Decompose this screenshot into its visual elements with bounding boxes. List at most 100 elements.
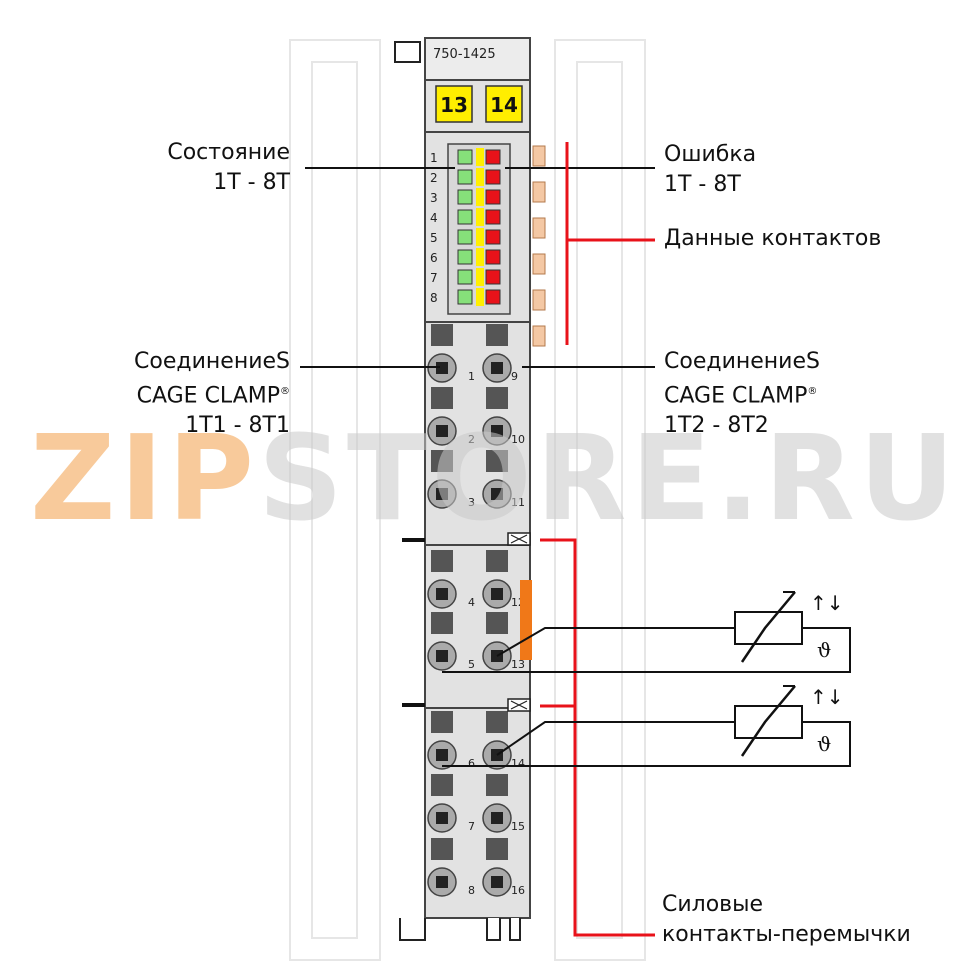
led-state-1 xyxy=(457,149,473,165)
terminal-release-9 xyxy=(486,324,508,346)
terminal-number-9: 9 xyxy=(511,370,518,383)
led-error-7 xyxy=(485,269,501,285)
terminal-number-5: 5 xyxy=(468,658,475,671)
led-number-5: 5 xyxy=(430,231,438,245)
terminal-hole-6 xyxy=(436,749,448,761)
led-number-3: 3 xyxy=(430,191,438,205)
data-contact-tab xyxy=(532,253,546,275)
terminal-release-5 xyxy=(431,612,453,634)
led-state-7 xyxy=(457,269,473,285)
power-contacts-label: Силовые контакты-перемычки xyxy=(662,890,911,950)
background-rails xyxy=(289,39,646,961)
conn-right-line1: СоединениеS xyxy=(664,349,820,374)
led-number-4: 4 xyxy=(430,211,438,225)
led-number-1: 1 xyxy=(430,151,438,165)
terminal-number-6: 6 xyxy=(468,757,475,770)
tag-13-label: 13 xyxy=(440,93,468,117)
state-label-line2: 1T - 8T xyxy=(213,170,290,195)
watermark-part1: ZIP xyxy=(30,409,258,547)
led-bar-6 xyxy=(476,248,484,266)
bottom-clip-right xyxy=(486,918,521,941)
led-bar-5 xyxy=(476,228,484,246)
conn-right-line2: CAGE CLAMP xyxy=(664,383,808,409)
terminal-hole-3 xyxy=(436,488,448,500)
terminal-release-15 xyxy=(486,774,508,796)
led-bar-4 xyxy=(476,208,484,226)
terminal-number-3: 3 xyxy=(468,496,475,509)
watermark: ZIPSTORE.RU xyxy=(30,418,959,538)
terminal-release-10 xyxy=(486,387,508,409)
terminal-hole-10 xyxy=(491,425,503,437)
theta-symbol-2: ϑ xyxy=(817,732,831,756)
terminal-release-2 xyxy=(431,387,453,409)
terminal-release-12 xyxy=(486,550,508,572)
terminal-hole-7 xyxy=(436,812,448,824)
conn-left-line2: CAGE CLAMP xyxy=(136,383,280,409)
led-number-6: 6 xyxy=(430,251,438,265)
conn-right-label: СоединениеS CAGE CLAMP® 1T2 - 8T2 xyxy=(664,347,820,441)
terminal-release-7 xyxy=(431,774,453,796)
led-bar-8 xyxy=(476,288,484,306)
conn-left-line1: СоединениеS xyxy=(134,349,290,374)
module-model-text: 750-1425 xyxy=(433,47,496,62)
terminal-release-11 xyxy=(486,450,508,472)
led-number-2: 2 xyxy=(430,171,438,185)
state-label-line1: Состояние xyxy=(167,140,290,165)
terminal-release-16 xyxy=(486,838,508,860)
conn-right-line3: 1T2 - 8T2 xyxy=(664,413,769,439)
red-brackets xyxy=(540,142,655,937)
tag-13 xyxy=(435,85,473,123)
data-contact-tab xyxy=(532,181,546,203)
led-error-1 xyxy=(485,149,501,165)
conn-left-label: СоединениеS CAGE CLAMP® 1T1 - 8T1 xyxy=(60,347,290,441)
terminal-number-11: 11 xyxy=(511,496,525,509)
terminal-number-10: 10 xyxy=(511,433,525,446)
rtd-sensor-1 xyxy=(734,611,803,645)
data-contact-tab xyxy=(532,217,546,239)
conn-left-line3: 1T1 - 8T1 xyxy=(185,413,290,439)
led-error-3 xyxy=(485,189,501,205)
terminal-hole-4 xyxy=(436,588,448,600)
terminal-release-8 xyxy=(431,838,453,860)
power-label-line1: Силовые xyxy=(662,892,764,917)
led-bar-3 xyxy=(476,188,484,206)
rtd-sensor-2 xyxy=(734,705,803,739)
terminal-hole-9 xyxy=(491,362,503,374)
terminal-number-8: 8 xyxy=(468,884,475,897)
terminal-number-14: 14 xyxy=(511,757,525,770)
arrows-symbol-2: ↑↓ xyxy=(810,685,844,709)
orange-marker xyxy=(520,580,532,660)
terminal-release-6 xyxy=(431,711,453,733)
terminal-release-1 xyxy=(431,324,453,346)
terminal-release-13 xyxy=(486,612,508,634)
led-bar-1 xyxy=(476,148,484,166)
terminal-hole-15 xyxy=(491,812,503,824)
led-state-5 xyxy=(457,229,473,245)
led-error-8 xyxy=(485,289,501,305)
error-label-line1: Ошибка xyxy=(664,142,757,167)
terminal-number-13: 13 xyxy=(511,658,525,671)
theta-symbol-1: ϑ xyxy=(817,638,831,662)
terminal-hole-16 xyxy=(491,876,503,888)
data-contacts xyxy=(532,145,546,347)
power-label-line2: контакты-перемычки xyxy=(662,922,911,947)
led-state-2 xyxy=(457,169,473,185)
terminal-hole-11 xyxy=(491,488,503,500)
terminal-number-16: 16 xyxy=(511,884,525,897)
led-state-6 xyxy=(457,249,473,265)
error-label-line2: 1T - 8T xyxy=(664,172,741,197)
top-clip xyxy=(394,41,421,63)
terminal-hole-8 xyxy=(436,876,448,888)
data-contact-tab xyxy=(532,325,546,347)
terminal-release-4 xyxy=(431,550,453,572)
led-bar-2 xyxy=(476,168,484,186)
led-error-5 xyxy=(485,229,501,245)
terminal-number-7: 7 xyxy=(468,820,475,833)
state-label: Состояние 1T - 8T xyxy=(100,138,290,198)
led-state-8 xyxy=(457,289,473,305)
led-error-4 xyxy=(485,209,501,225)
